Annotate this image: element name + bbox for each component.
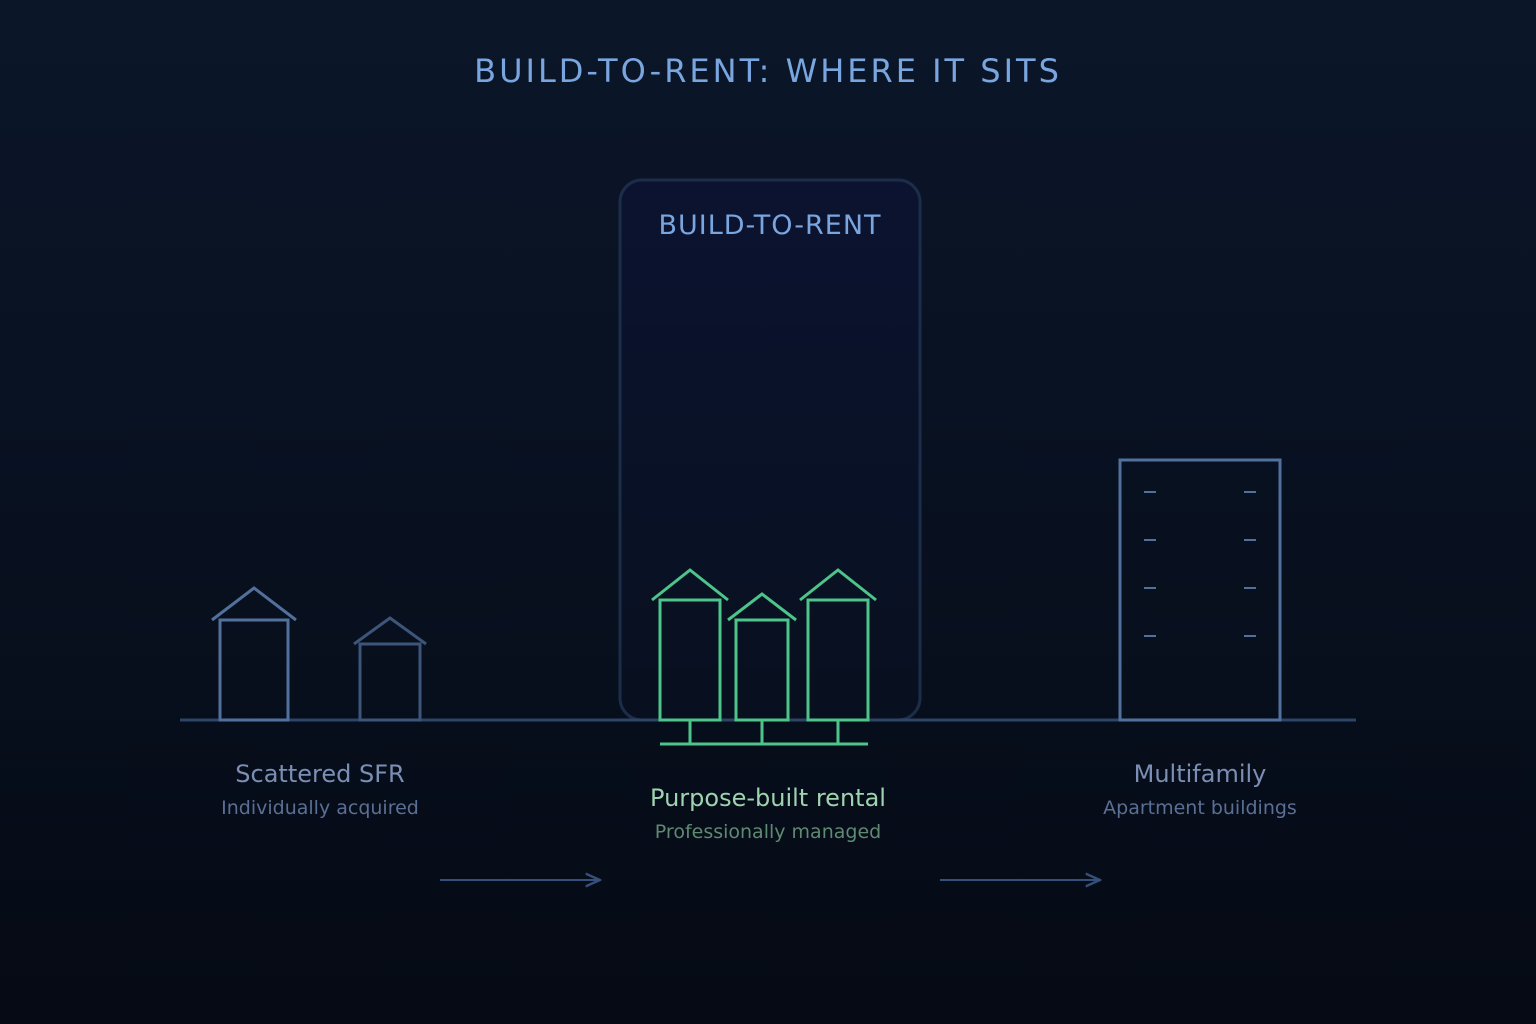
segment-sublabel-scattered-sfr: Individually acquired [221,797,419,819]
segment-label-scattered-sfr: Scattered SFR [235,760,405,788]
house-icon [211,586,297,722]
segment-sublabel-multifamily: Apartment buildings [1103,797,1297,819]
btr-community-icon [651,568,877,746]
apartment-building-icon [1118,458,1282,722]
segment-label-multifamily: Multifamily [1133,760,1267,788]
segment-label-purpose-built: Purpose-built rental [650,784,886,812]
shared-path-icon [660,720,868,746]
segment-sublabel-purpose-built: Professionally managed [654,821,882,843]
highlight-box-label: BUILD-TO-RENT [658,210,882,241]
house-icon [353,616,427,722]
diagram-title: BUILD-TO-RENT: WHERE IT SITS [474,52,1062,90]
scattered-sfr-icon [211,586,427,722]
highlight-box [618,178,922,722]
